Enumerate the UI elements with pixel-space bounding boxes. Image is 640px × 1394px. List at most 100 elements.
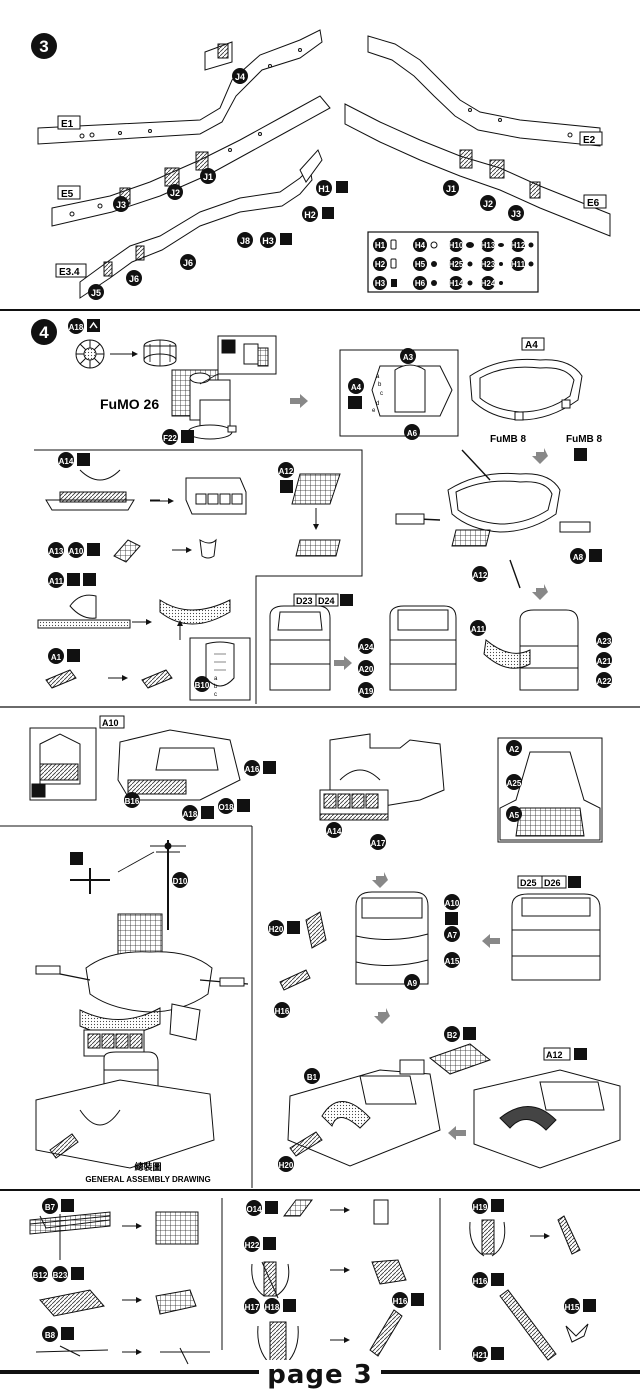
callouts-b1-h20: B1 H20	[278, 1068, 323, 1172]
svg-text:A14: A14	[59, 457, 74, 466]
svg-text:A5: A5	[509, 811, 520, 820]
svg-text:H11: H11	[511, 260, 526, 269]
svg-text:A10: A10	[445, 899, 460, 908]
svg-text:J2: J2	[483, 199, 493, 209]
svg-text:a: a	[376, 374, 380, 380]
svg-text:B23: B23	[53, 1271, 68, 1280]
detail-box-a2-a5: A2 A25 A5	[497, 737, 603, 843]
a12-grating-folded	[295, 539, 341, 557]
a4-platform	[469, 358, 583, 421]
callouts-central-bridge: A10 A7 A15 A9	[404, 894, 460, 990]
fumb8-right-label: FuMB 8	[566, 434, 603, 445]
svg-text:J3: J3	[511, 209, 521, 219]
svg-text:A15: A15	[445, 957, 460, 966]
svg-text:4: 4	[39, 323, 49, 342]
svg-text:O18: O18	[218, 803, 234, 812]
svg-text:A3: A3	[403, 353, 414, 362]
svg-text:B12: B12	[33, 1271, 48, 1280]
svg-text:d: d	[376, 401, 379, 407]
svg-text:H16: H16	[393, 1297, 408, 1306]
assembly-title-en: GENERAL ASSEMBLY DRAWING	[85, 1175, 210, 1184]
svg-text:A20: A20	[359, 665, 374, 674]
callout-f22: F22	[162, 429, 194, 445]
svg-text:H16: H16	[473, 1277, 488, 1286]
svg-text:J6: J6	[129, 274, 139, 284]
step-3-number-badge: 3	[31, 33, 57, 59]
svg-text:A1: A1	[51, 653, 62, 662]
svg-text:b: b	[214, 684, 218, 690]
svg-text:J2: J2	[170, 188, 180, 198]
svg-text:A13: A13	[49, 547, 64, 556]
svg-text:J1: J1	[203, 172, 213, 182]
a14-flat-part	[45, 469, 135, 511]
page-number-label: page 3	[259, 1360, 381, 1390]
callout-a18: A18	[68, 318, 100, 334]
radar-drum	[143, 339, 177, 367]
callout-a13-a10: A13 A10	[48, 542, 100, 558]
svg-text:H18: H18	[265, 1303, 280, 1312]
callout-h20: H20	[268, 920, 300, 936]
arrow-right	[290, 394, 308, 408]
svg-text:D10: D10	[173, 877, 188, 886]
box-label-a12: A12	[546, 1050, 563, 1060]
a10-deck-assembly	[29, 727, 241, 801]
sub-panel-border	[34, 449, 363, 704]
callout-b12-b23: B12 B23	[32, 1266, 84, 1282]
callout-h16-right: H16	[472, 1272, 504, 1288]
zoom-inset-top	[199, 335, 277, 385]
callout-b8: B8	[42, 1326, 74, 1342]
svg-text:D26: D26	[544, 878, 561, 888]
box-label-a10: A10	[102, 718, 119, 728]
svg-text:A22: A22	[597, 677, 612, 686]
svg-text:J1: J1	[446, 184, 456, 194]
callouts-a14-a17: A14 A17	[326, 822, 386, 850]
svg-text:D23: D23	[296, 596, 313, 606]
fumo26-label: FuMO 26	[100, 396, 159, 412]
part-e34-strip	[79, 149, 323, 299]
svg-text:c: c	[380, 391, 383, 397]
svg-text:H23: H23	[481, 260, 496, 269]
svg-text:A14: A14	[327, 827, 342, 836]
svg-text:3: 3	[39, 37, 48, 56]
callout-a11: A11	[48, 572, 96, 588]
svg-text:H14: H14	[449, 279, 464, 288]
svg-text:A18: A18	[69, 323, 84, 332]
d25-d26-bridge-block	[511, 893, 601, 981]
a14-deck-assembly	[319, 733, 445, 821]
svg-text:E1: E1	[61, 119, 74, 130]
svg-text:O14: O14	[246, 1205, 262, 1214]
callouts-a23-a21-a22: A11 A23 A21 A22	[470, 620, 612, 688]
svg-text:A24: A24	[359, 643, 374, 652]
box-labels-d23-d24: D23 D24	[293, 593, 353, 607]
step-4-number-badge: 4	[31, 319, 57, 345]
svg-text:J4: J4	[235, 72, 245, 82]
svg-text:A12: A12	[473, 571, 488, 580]
svg-text:A25: A25	[507, 779, 522, 788]
general-assembly-drawing	[35, 840, 249, 1169]
svg-text:b: b	[378, 382, 382, 388]
callouts-a24-a20-a19: A24 A20 A19	[358, 638, 374, 698]
svg-text:E2: E2	[583, 135, 596, 146]
a14-folded-bridge	[185, 477, 247, 515]
svg-text:E3.4: E3.4	[59, 267, 80, 278]
svg-text:F22: F22	[163, 434, 177, 443]
svg-text:H25: H25	[449, 260, 464, 269]
b1-deck-assembly	[287, 1059, 441, 1167]
svg-text:H2: H2	[375, 260, 386, 269]
svg-text:J8: J8	[240, 236, 250, 246]
svg-text:H12: H12	[511, 241, 526, 250]
svg-text:A2: A2	[509, 745, 520, 754]
callout-a1: A1	[48, 648, 80, 664]
svg-text:H1: H1	[375, 241, 386, 250]
callout-h17-h18: H17 H18	[244, 1298, 296, 1314]
callout-a8: A8	[570, 548, 602, 564]
svg-text:H22: H22	[245, 1241, 260, 1250]
bridge-with-wing	[483, 609, 579, 691]
svg-text:A6: A6	[407, 429, 418, 438]
svg-text:E5: E5	[61, 189, 74, 200]
callout-h15: H15	[564, 1298, 596, 1314]
svg-text:A9: A9	[407, 979, 418, 988]
callout-b2: B2	[444, 1026, 476, 1042]
callouts-a10-assembly: B16 A18 O18 A16	[124, 760, 276, 821]
